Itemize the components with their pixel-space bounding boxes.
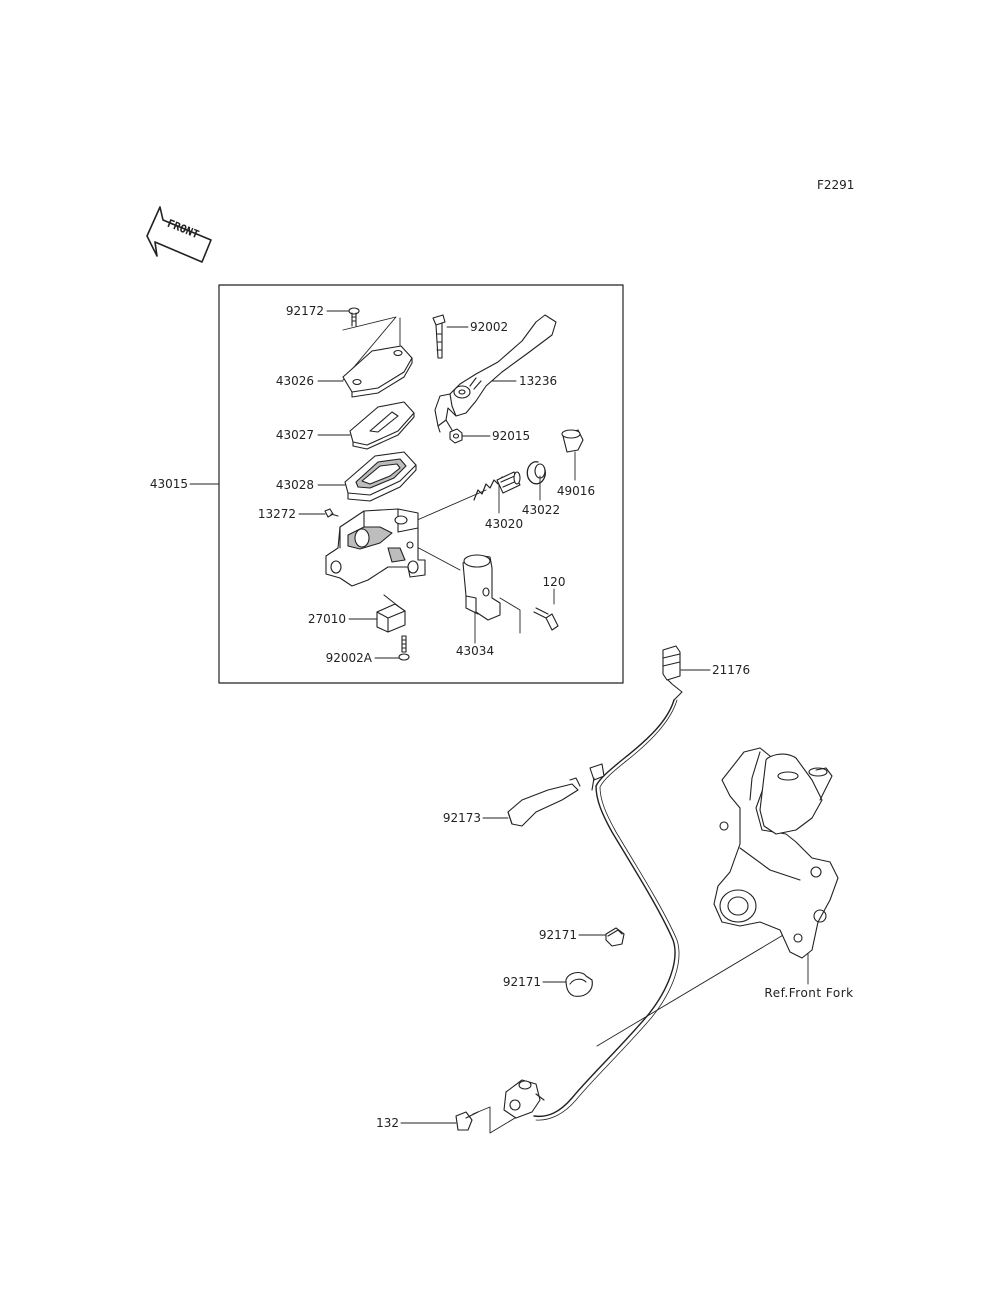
clamp-92171-a [605, 927, 625, 947]
leader-lines [189, 310, 809, 1134]
sensor-harness-21176 [533, 645, 683, 1121]
part-label-92173: 92173 [442, 811, 481, 825]
part-label-132: 132 [376, 1116, 399, 1130]
part-label-27010: 27010 [307, 612, 346, 626]
part-label-21176: 21176 [712, 663, 751, 677]
part-label-120: 120 [542, 575, 566, 589]
master-cylinder-body [325, 508, 426, 587]
assembly-label-43015: 43015 [149, 477, 188, 491]
sheet-code: F2291 [817, 178, 855, 192]
clamp-92171-b [565, 971, 593, 997]
screw-92002A [398, 635, 410, 661]
diaphragm-43028 [344, 451, 417, 502]
screw-92172 [348, 307, 360, 327]
part-label-43028: 43028 [275, 478, 314, 492]
part-label-92171-lower: 92171 [502, 975, 541, 989]
part-label-43026: 43026 [275, 374, 314, 388]
bolt-120 [533, 607, 559, 631]
part-label-13272: 13272 [257, 507, 296, 521]
front-direction-arrow: FRONT [146, 206, 212, 263]
bolt-132 [455, 1111, 479, 1131]
pivot-bolt-92002 [432, 314, 446, 359]
part-label-92015: 92015 [492, 429, 531, 443]
part-label-92172: 92172 [285, 304, 324, 318]
switch-27010 [376, 594, 406, 633]
nut-92015 [449, 428, 463, 444]
piston-kit-43020 [473, 471, 521, 501]
clamp-43034 [462, 554, 501, 621]
part-label-43020: 43020 [484, 517, 524, 531]
part-label-43022: 43022 [521, 503, 561, 517]
diaphragm-plate-43027 [349, 401, 415, 450]
snap-ring-43022 [526, 461, 546, 485]
wheel-speed-sensor [503, 1079, 545, 1119]
bracket-92173 [507, 777, 595, 827]
front-fork-lower [713, 747, 839, 959]
part-label-92171-upper: 92171 [538, 928, 577, 942]
part-label-49016: 49016 [556, 484, 596, 498]
part-label-13236: 13236 [519, 374, 558, 388]
part-label-92002: 92002 [470, 320, 509, 334]
part-label-92002A: 92002A [325, 651, 372, 665]
brake-lever-13236 [434, 314, 557, 433]
reservoir-cap-43026 [342, 345, 413, 398]
part-label-43027: 43027 [275, 428, 314, 442]
part-label-43034: 43034 [455, 644, 495, 658]
boot-49016 [561, 429, 584, 453]
reference-label-front-fork: Ref.Front Fork [764, 986, 854, 1000]
bleeder-13272 [324, 508, 339, 518]
